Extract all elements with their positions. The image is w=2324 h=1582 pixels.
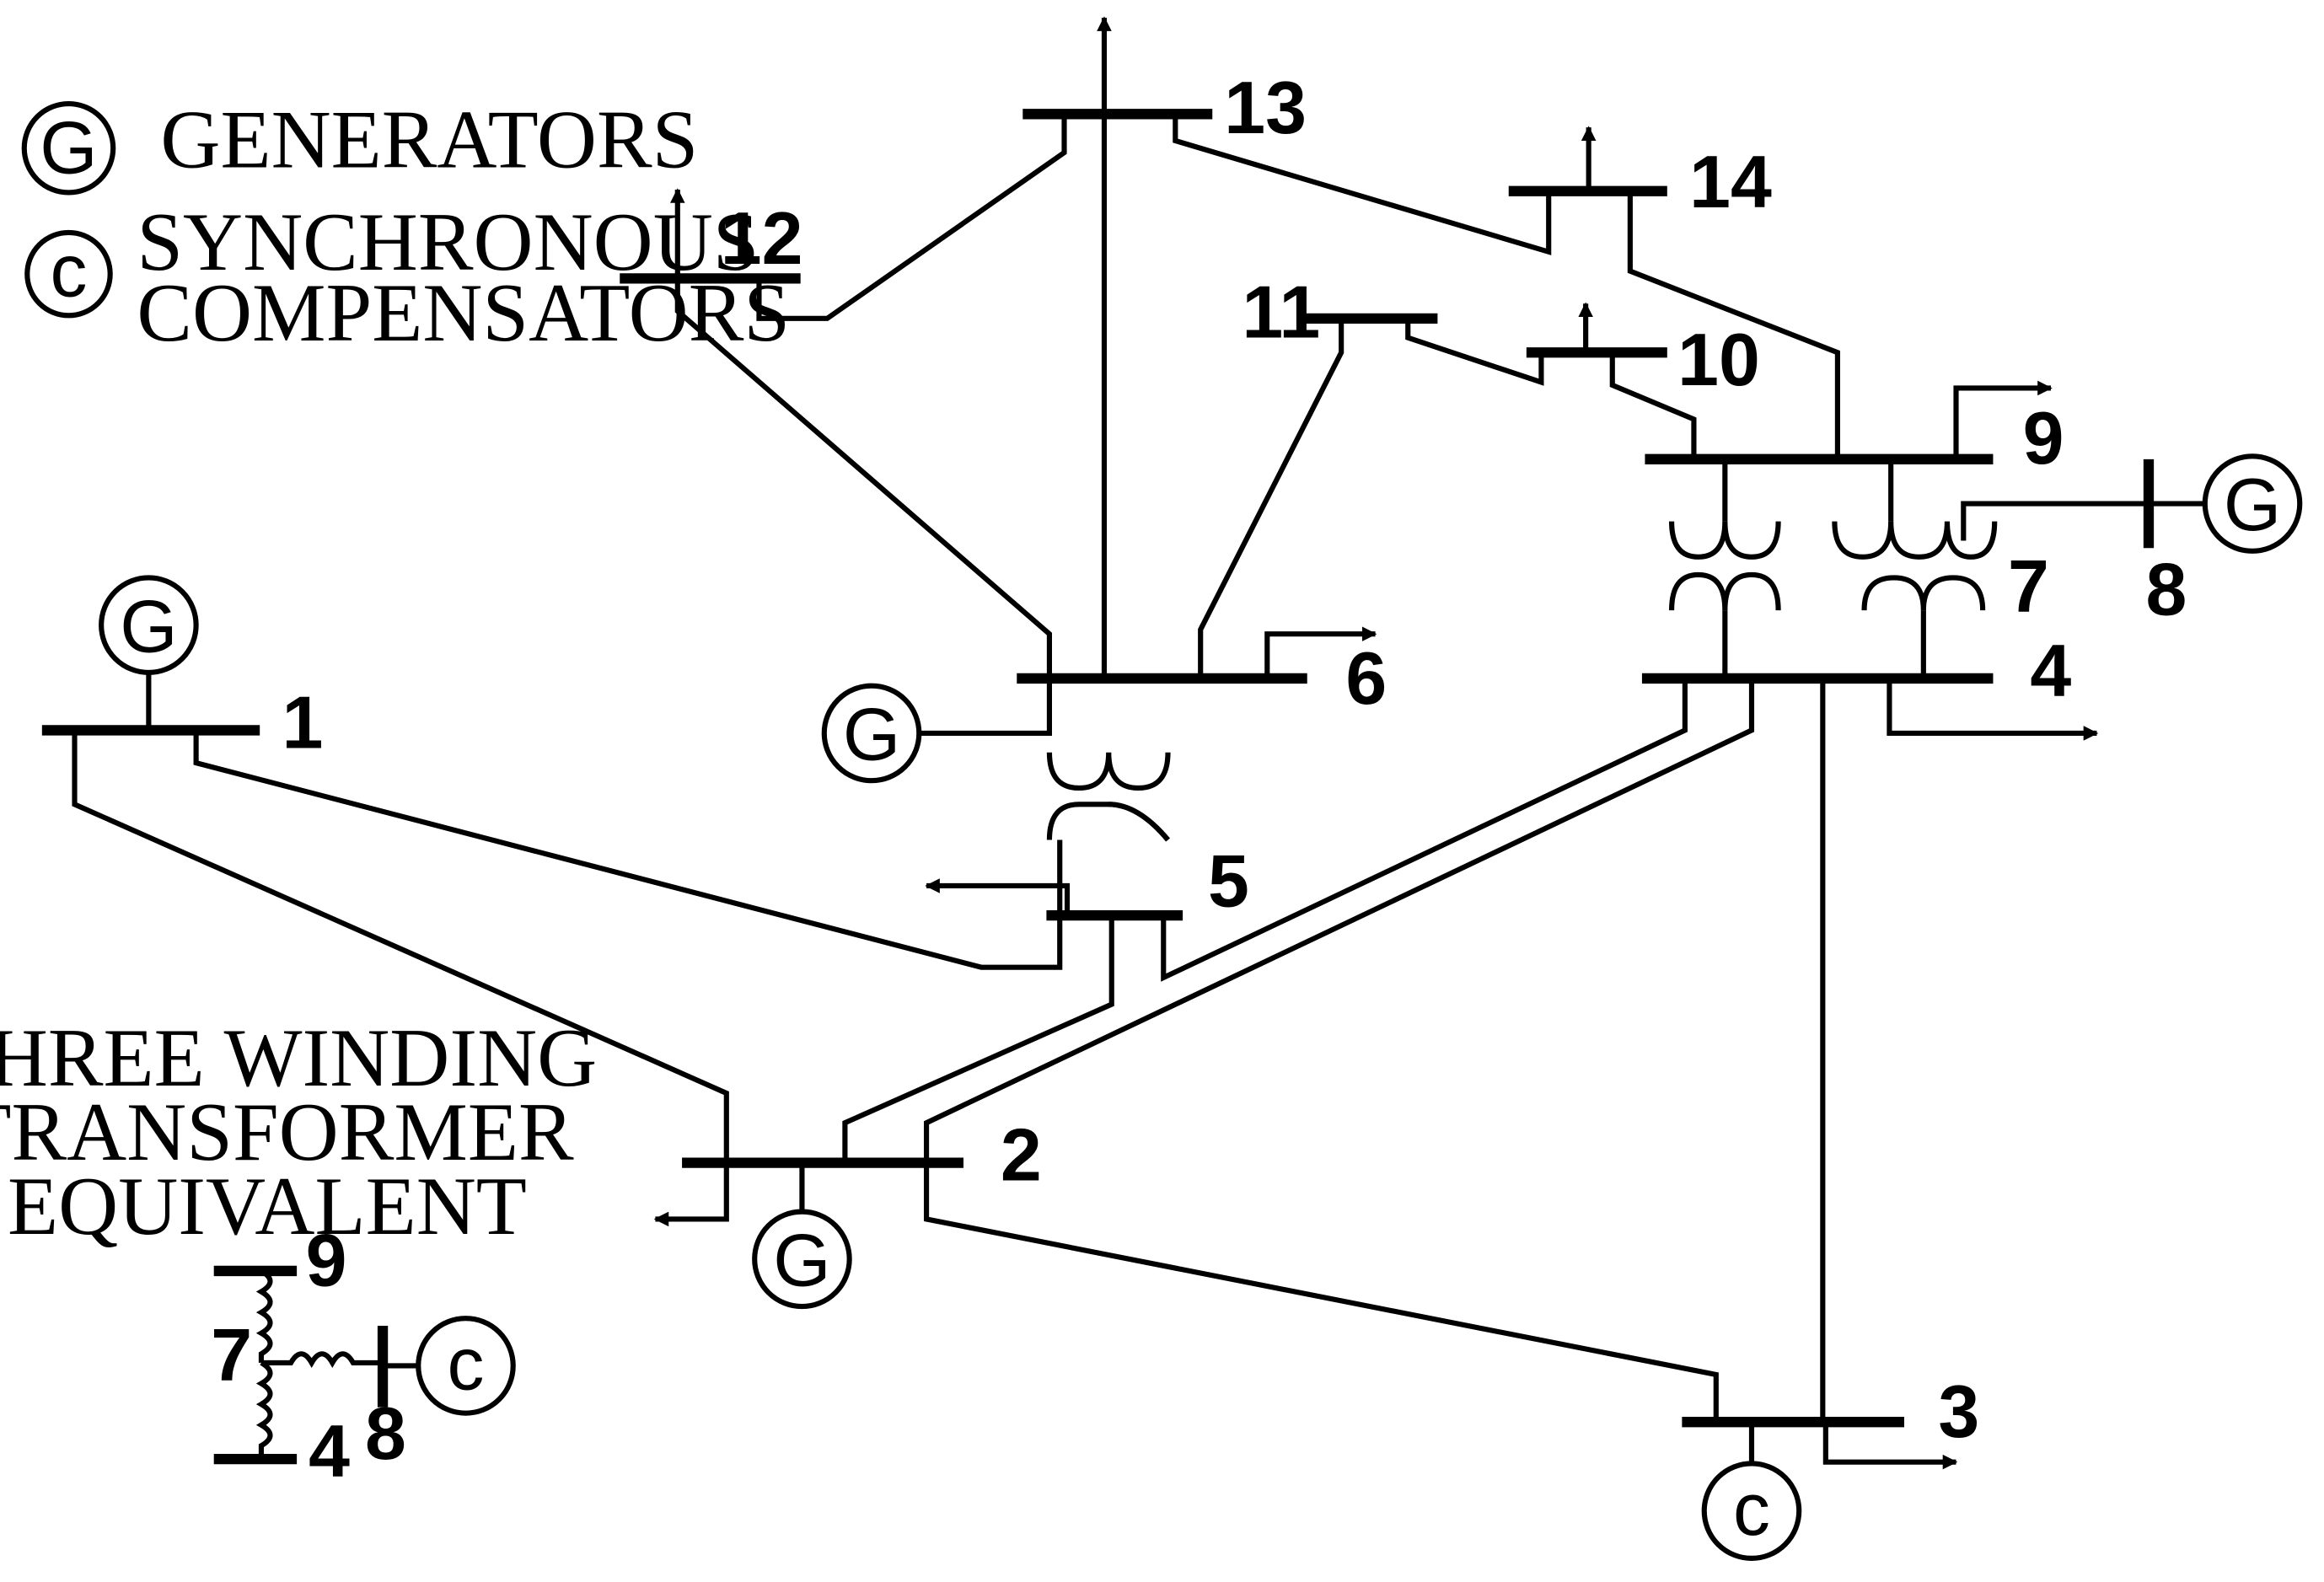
line-5-4 (1161, 678, 1688, 982)
bus-label-12: 12 (721, 196, 803, 280)
inset-bus-label-9: 9 (306, 1219, 347, 1302)
inset-bus-label-4: 4 (309, 1409, 350, 1493)
line-12-13 (756, 114, 1067, 321)
generator-6-symbol: G (843, 693, 900, 776)
line-11-10 (1405, 318, 1544, 386)
transformer-9-7-icon (1832, 521, 1998, 560)
generator-1-icon (99, 575, 199, 675)
generator-6-icon (821, 683, 922, 784)
bus-label-8: 8 (2145, 547, 2187, 630)
inset-compensator-symbol: c (448, 1322, 485, 1406)
line-13-14 (1173, 114, 1552, 255)
bus-labels: 1 2 3 4 5 6 7 8 9 10 11 12 13 14 (282, 66, 2187, 1453)
generator-1-symbol: G (120, 584, 177, 668)
legend-generator-icon (21, 100, 116, 196)
bus-bars (41, 109, 2155, 1428)
legend-compensator-icon (24, 229, 113, 319)
legend-generator-label: GENERATORS (160, 94, 698, 186)
transformer-5-6-lower-b-icon (1108, 802, 1170, 842)
bus-label-1: 1 (282, 681, 324, 764)
legend-compensator-label-line1: SYNCHRONOUS (137, 196, 759, 288)
inset-title-line1: THREE WINDING (0, 1012, 597, 1104)
bus-label-11: 11 (1242, 271, 1320, 354)
inset-winding-7-4-icon (255, 1360, 273, 1460)
inset-bus-label-8: 8 (365, 1392, 406, 1475)
transformer-7-4-icon (1861, 575, 1986, 611)
transformer-4-9-upper-icon (1669, 521, 1781, 560)
bus-label-9: 9 (2023, 396, 2064, 480)
generator-2-icon (752, 1209, 852, 1310)
bus-label-4: 4 (2030, 629, 2071, 712)
inset-title-line2: TRANSFORMER (0, 1086, 574, 1178)
transformer-5-6-upper-icon (1046, 752, 1171, 791)
line-6-generator (919, 678, 1053, 737)
transmission-lines (72, 114, 2209, 1467)
legend-compensator-symbol: c (51, 228, 88, 312)
load-2-arrow-icon (653, 1162, 729, 1227)
load-6-arrow-icon (1264, 626, 1377, 678)
inset-three-winding-transformer: THREE WINDING TRANSFORMER EQUIVALENT c 9… (0, 1012, 597, 1493)
generator-8-symbol: G (2224, 463, 2281, 546)
machines: G G G G c (99, 453, 2303, 1561)
line-2-4 (923, 678, 1755, 1163)
bus-label-10: 10 (1677, 318, 1760, 401)
line-2-3 (923, 1162, 1719, 1423)
bus-label-3: 3 (1938, 1370, 1979, 1453)
line-1-2 (72, 730, 729, 1163)
generator-2-symbol: G (773, 1219, 830, 1302)
inset-title-line3: EQUIVALENT (8, 1161, 527, 1252)
line-6-11 (1198, 318, 1344, 678)
line-10-9 (1609, 352, 1697, 459)
line-2-5 (842, 915, 1114, 1163)
line-6-12 (674, 278, 1053, 678)
bus-label-7: 7 (2008, 544, 2049, 628)
load-3-arrow-icon (1822, 1422, 1958, 1470)
line-7-8 (1961, 501, 2209, 541)
generator-8-icon (2202, 453, 2303, 554)
bus-label-2: 2 (1001, 1113, 1042, 1197)
bus-label-13: 13 (1224, 66, 1307, 149)
compensator-3-symbol: c (1733, 1467, 1770, 1551)
transformer-4-9-lower-icon (1669, 571, 1781, 611)
bus-label-5: 5 (1208, 839, 1249, 923)
inset-compensator-icon (416, 1316, 516, 1416)
line-14-9 (1627, 190, 1840, 459)
compensator-3-icon (1701, 1461, 1802, 1561)
inset-winding-7-8-icon (260, 1351, 384, 1368)
legend-generator-symbol: G (40, 106, 97, 190)
bus-label-14: 14 (1689, 140, 1772, 223)
load-9-arrow-icon (1953, 380, 2053, 459)
line-1-5 (193, 730, 1063, 970)
transformers (1046, 459, 1998, 916)
load-4-arrow-icon (1887, 678, 2099, 741)
bus-label-6: 6 (1345, 636, 1387, 720)
inset-bus-label-7: 7 (211, 1313, 252, 1397)
load-5-arrow-icon (925, 878, 1071, 916)
inset-winding-9-7-icon (255, 1268, 273, 1363)
load-arrows (653, 16, 2099, 1470)
